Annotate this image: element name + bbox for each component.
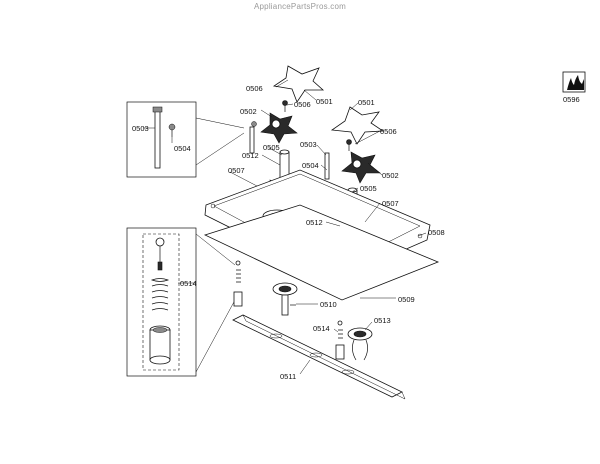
callout-0506-right: 0506 [380, 127, 397, 136]
watermark: AppliancePartsPros.com [254, 2, 346, 11]
callout-0513: 0513 [374, 316, 391, 325]
callout-0506-mid: 0506 [294, 100, 311, 109]
burner-base-left [260, 112, 298, 144]
callout-0507-right: 0507 [382, 199, 399, 208]
callout-0510: 0510 [320, 300, 337, 309]
callout-0502-left: 0502 [240, 107, 257, 116]
icon-label: 0596 [563, 95, 580, 104]
electrode-detail-box [126, 101, 245, 178]
burner-tube-left [279, 149, 290, 179]
callout-0506-top: 0506 [246, 84, 263, 93]
spring-assembly-right [335, 320, 345, 360]
callout-0514-low: 0514 [313, 324, 330, 333]
callout-0501-top: 0501 [316, 97, 333, 106]
spring-detail-box [126, 227, 236, 377]
tray-gasket [203, 204, 440, 301]
callout-0504-box: 0504 [174, 144, 191, 153]
callout-0514-box: 0514 [180, 279, 197, 288]
electrode-small-left [249, 121, 257, 154]
leader-lines [143, 79, 427, 375]
callout-0512-top: 0512 [242, 151, 259, 160]
callout-0503-box: 0503 [132, 124, 149, 133]
callout-0502-right: 0502 [382, 171, 399, 180]
callout-0505-mid: 0505 [360, 184, 377, 193]
spring-assembly-left [233, 260, 243, 307]
callout-0504-mid: 0504 [302, 161, 319, 170]
callout-labels: 0506 0501 0502 0506 0501 0503 0504 0506 … [132, 84, 445, 381]
callout-0507-left: 0507 [228, 166, 245, 175]
callout-0505-top: 0505 [263, 143, 280, 152]
support-rail [232, 314, 406, 400]
callout-0512-mid: 0512 [306, 218, 323, 227]
screw-right [346, 139, 352, 151]
callout-0511: 0511 [280, 372, 296, 381]
callout-0509: 0509 [398, 295, 415, 304]
callout-0501-right: 0501 [358, 98, 375, 107]
callout-0503-mid: 0503 [300, 140, 317, 149]
electrode-small-mid [324, 152, 330, 180]
gas-flame-icon [562, 71, 586, 93]
callout-0508: 0508 [428, 228, 445, 237]
gas-valve-left [272, 282, 298, 316]
burner-cap-right [330, 106, 385, 145]
gas-valve-right [347, 327, 373, 361]
screw-top [282, 100, 288, 112]
burner-cap-top [272, 65, 325, 103]
burner-base-right [341, 151, 381, 184]
